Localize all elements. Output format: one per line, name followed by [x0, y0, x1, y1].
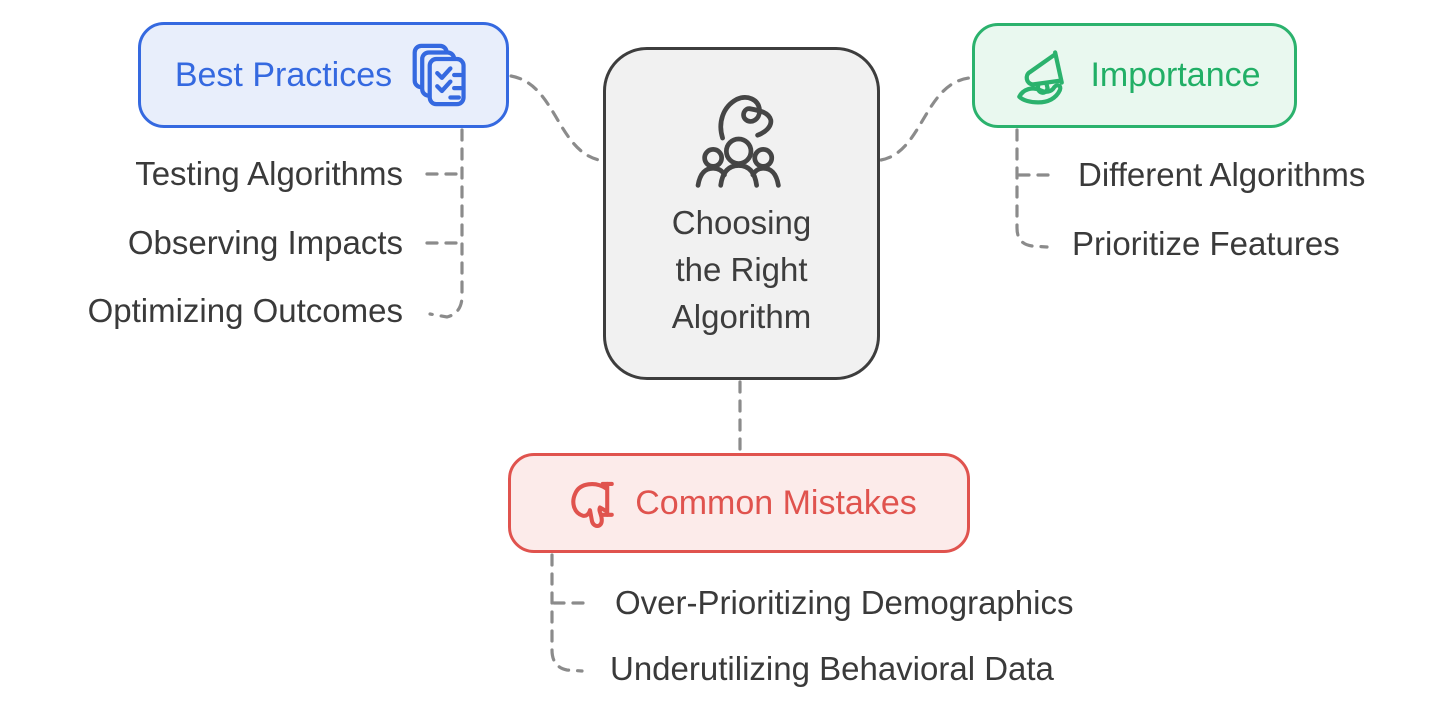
megaphone-hand-icon: [1017, 49, 1065, 105]
common-mistakes-item-underutilizing-behavioral-data: Underutilizing Behavioral Data: [610, 650, 1054, 687]
best-practices-item-testing-algorithms: Testing Algorithms: [135, 155, 403, 192]
connector-central-to-importance: [879, 76, 971, 162]
importance-label: Importance: [1090, 56, 1261, 94]
connector-best-to-central: [509, 74, 601, 162]
node-importance: Importance: [972, 23, 1297, 128]
best-practices-item-observing-impacts: Observing Impacts: [127, 224, 403, 261]
connector-best-branch: [428, 128, 464, 319]
common-mistakes-label: Common Mistakes: [635, 483, 917, 522]
importance-item-different-algorithms: Different Algorithms: [1078, 156, 1366, 193]
central-node-label: Choosing the Right Algorithm: [671, 204, 812, 335]
checklist-stack-icon: [412, 43, 466, 107]
node-central: Choosing the Right Algorithm: [603, 47, 880, 380]
connector-mistakes-branch: [550, 553, 584, 673]
choose-person-icon: [695, 95, 781, 188]
thumbs-down-icon: [571, 481, 615, 529]
node-best-practices: Best Practices: [138, 22, 509, 128]
importance-item-prioritize-features: Prioritize Features: [1072, 225, 1340, 262]
node-common-mistakes: Common Mistakes: [508, 453, 970, 553]
best-practices-item-optimizing-outcomes: Optimizing Outcomes: [87, 292, 403, 329]
common-mistakes-item-over-prioritizing-demographics: Over-Prioritizing Demographics: [615, 584, 1074, 621]
connector-importance-branch: [1015, 128, 1049, 249]
best-practices-label: Best Practices: [174, 55, 393, 94]
